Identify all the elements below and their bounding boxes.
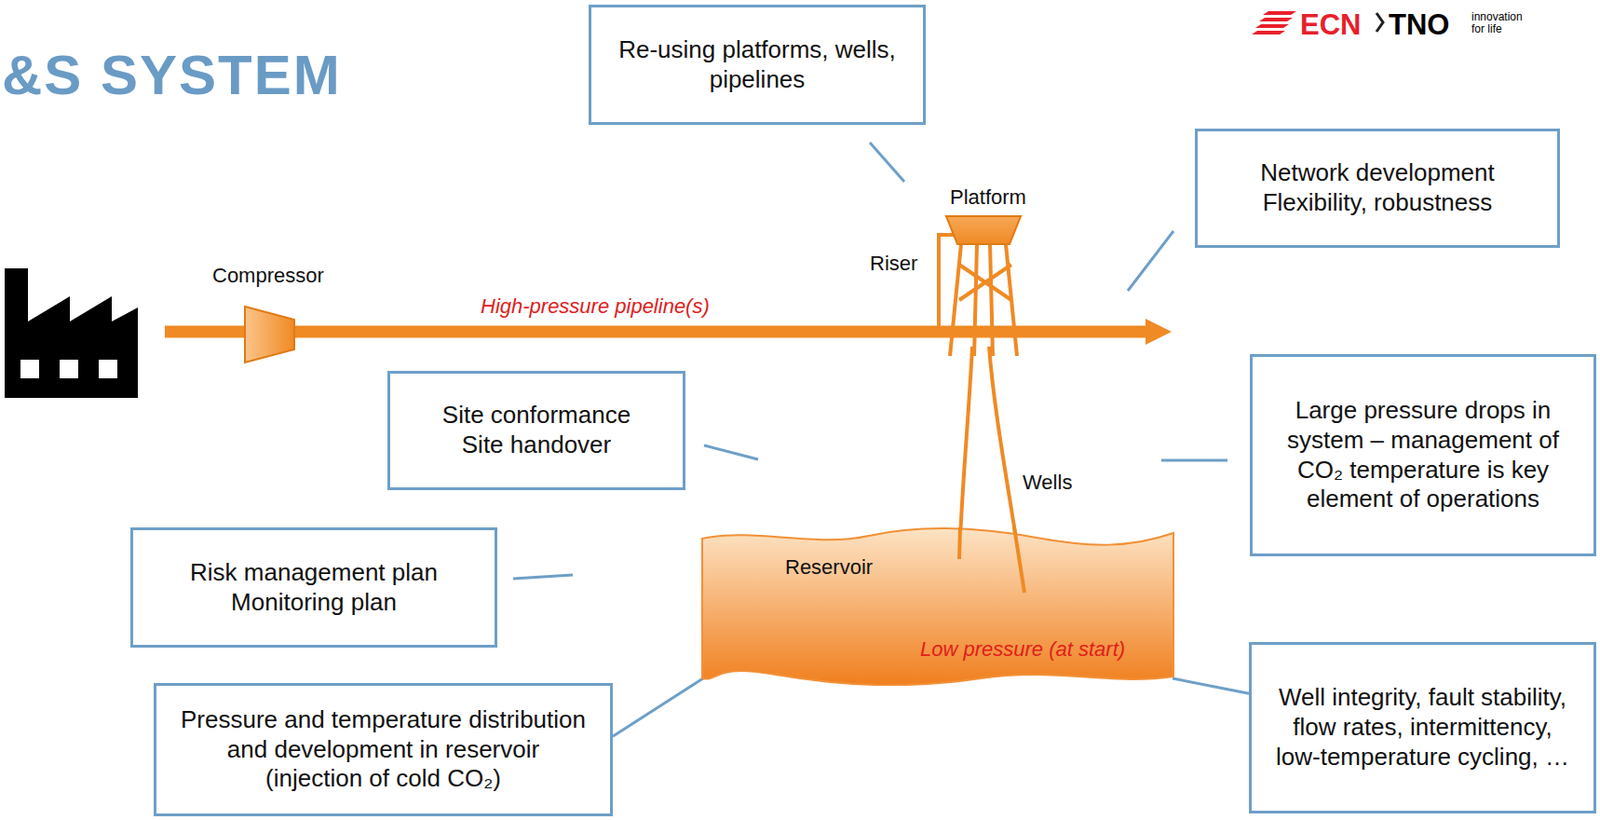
callout-heading: Network development <box>1260 158 1494 189</box>
callout-text: Large pressure drops in system – managem… <box>1276 395 1570 515</box>
callout-text: Well integrity, fault stability, flow ra… <box>1272 682 1573 772</box>
callout-text: Pressure and temperature distribution an… <box>178 705 588 794</box>
callout-heading: Risk management plan <box>189 557 438 588</box>
callout-box: Risk management planMonitoring plan <box>130 527 498 648</box>
logo-tagline: innovation for life <box>1471 11 1530 35</box>
part-label: Compressor <box>212 263 325 288</box>
pipeline-label: High-pressure pipeline(s) <box>480 294 710 319</box>
callout-content: Well integrity, fault stability, flow ra… <box>1272 682 1573 772</box>
callout-box: Pressure and temperature distribution an… <box>153 682 613 816</box>
callout-box: Site conformanceSite handover <box>387 370 686 490</box>
logo-chevron <box>1376 13 1384 32</box>
compressor-symbol <box>244 306 295 363</box>
pressure-note: Low pressure (at start) <box>920 637 1126 662</box>
callout-box: Network developmentFlexibility, robustne… <box>1194 128 1560 248</box>
leader-line <box>1161 459 1228 462</box>
platform-leg <box>974 244 977 356</box>
platform-leg <box>989 244 993 356</box>
pipeline <box>164 325 1152 339</box>
connector-line <box>1172 677 1249 693</box>
callout-text: Monitoring plan <box>189 587 438 618</box>
factory-window <box>59 359 79 379</box>
logo-stripe <box>1262 11 1297 15</box>
platform-deck <box>946 216 1021 245</box>
reservoir-label: Reservoir <box>785 555 873 580</box>
logo-stripe <box>1259 17 1293 22</box>
callout-box: Large pressure drops in system – managem… <box>1249 353 1597 556</box>
reservoir-outline <box>701 527 1175 686</box>
logo-text: ECN <box>1300 8 1361 42</box>
callout-content: Network developmentFlexibility, robustne… <box>1260 158 1494 217</box>
leader-connector <box>612 677 704 736</box>
logo-text: TNO <box>1388 8 1450 42</box>
well-end <box>959 527 961 559</box>
pipeline-arrowhead <box>1145 318 1172 345</box>
page-title: &S SYSTEM <box>1 42 342 108</box>
callout-box: Re-using platforms, wells, pipelines <box>588 4 926 125</box>
reservoir-shape: ReservoirLow pressure (at start) <box>701 527 1175 686</box>
callout-box: Well integrity, fault stability, flow ra… <box>1248 641 1597 814</box>
factory-window <box>20 359 40 379</box>
part-label: Wells <box>1022 470 1072 495</box>
callout-text: Re-using platforms, wells, pipelines <box>610 35 905 95</box>
part-label: Riser <box>869 251 918 276</box>
logo-stripe <box>1255 24 1289 28</box>
platform-jacket <box>949 244 1017 356</box>
well <box>959 346 973 559</box>
ecn-logo-mark <box>1251 11 1297 35</box>
leader-line <box>869 142 905 182</box>
callout-text: Site handover <box>442 430 631 461</box>
logo-stripe <box>1251 30 1286 35</box>
callout-content: Re-using platforms, wells, pipelines <box>610 35 905 95</box>
platform-brace <box>959 264 1012 300</box>
reservoir-body <box>702 528 1174 685</box>
callout-content: Pressure and temperature distribution an… <box>178 705 588 794</box>
callout-content: Large pressure drops in system – managem… <box>1276 395 1570 515</box>
callout-text: Flexibility, robustness <box>1260 188 1494 218</box>
leader-line <box>1127 230 1174 291</box>
connector-line <box>612 677 704 736</box>
factory-icon <box>4 268 138 398</box>
leader-lines <box>513 142 1228 579</box>
callout-content: Site conformanceSite handover <box>442 400 631 460</box>
leader-line <box>704 445 759 460</box>
leader-connector <box>1172 677 1249 693</box>
callout-content: Risk management planMonitoring plan <box>189 557 438 617</box>
platform-brace <box>959 264 1012 300</box>
callout-heading: Site conformance <box>442 400 631 431</box>
factory-window <box>98 359 118 379</box>
part-label: Platform <box>949 185 1027 210</box>
leader-line <box>513 574 573 579</box>
well-end <box>1014 527 1025 593</box>
